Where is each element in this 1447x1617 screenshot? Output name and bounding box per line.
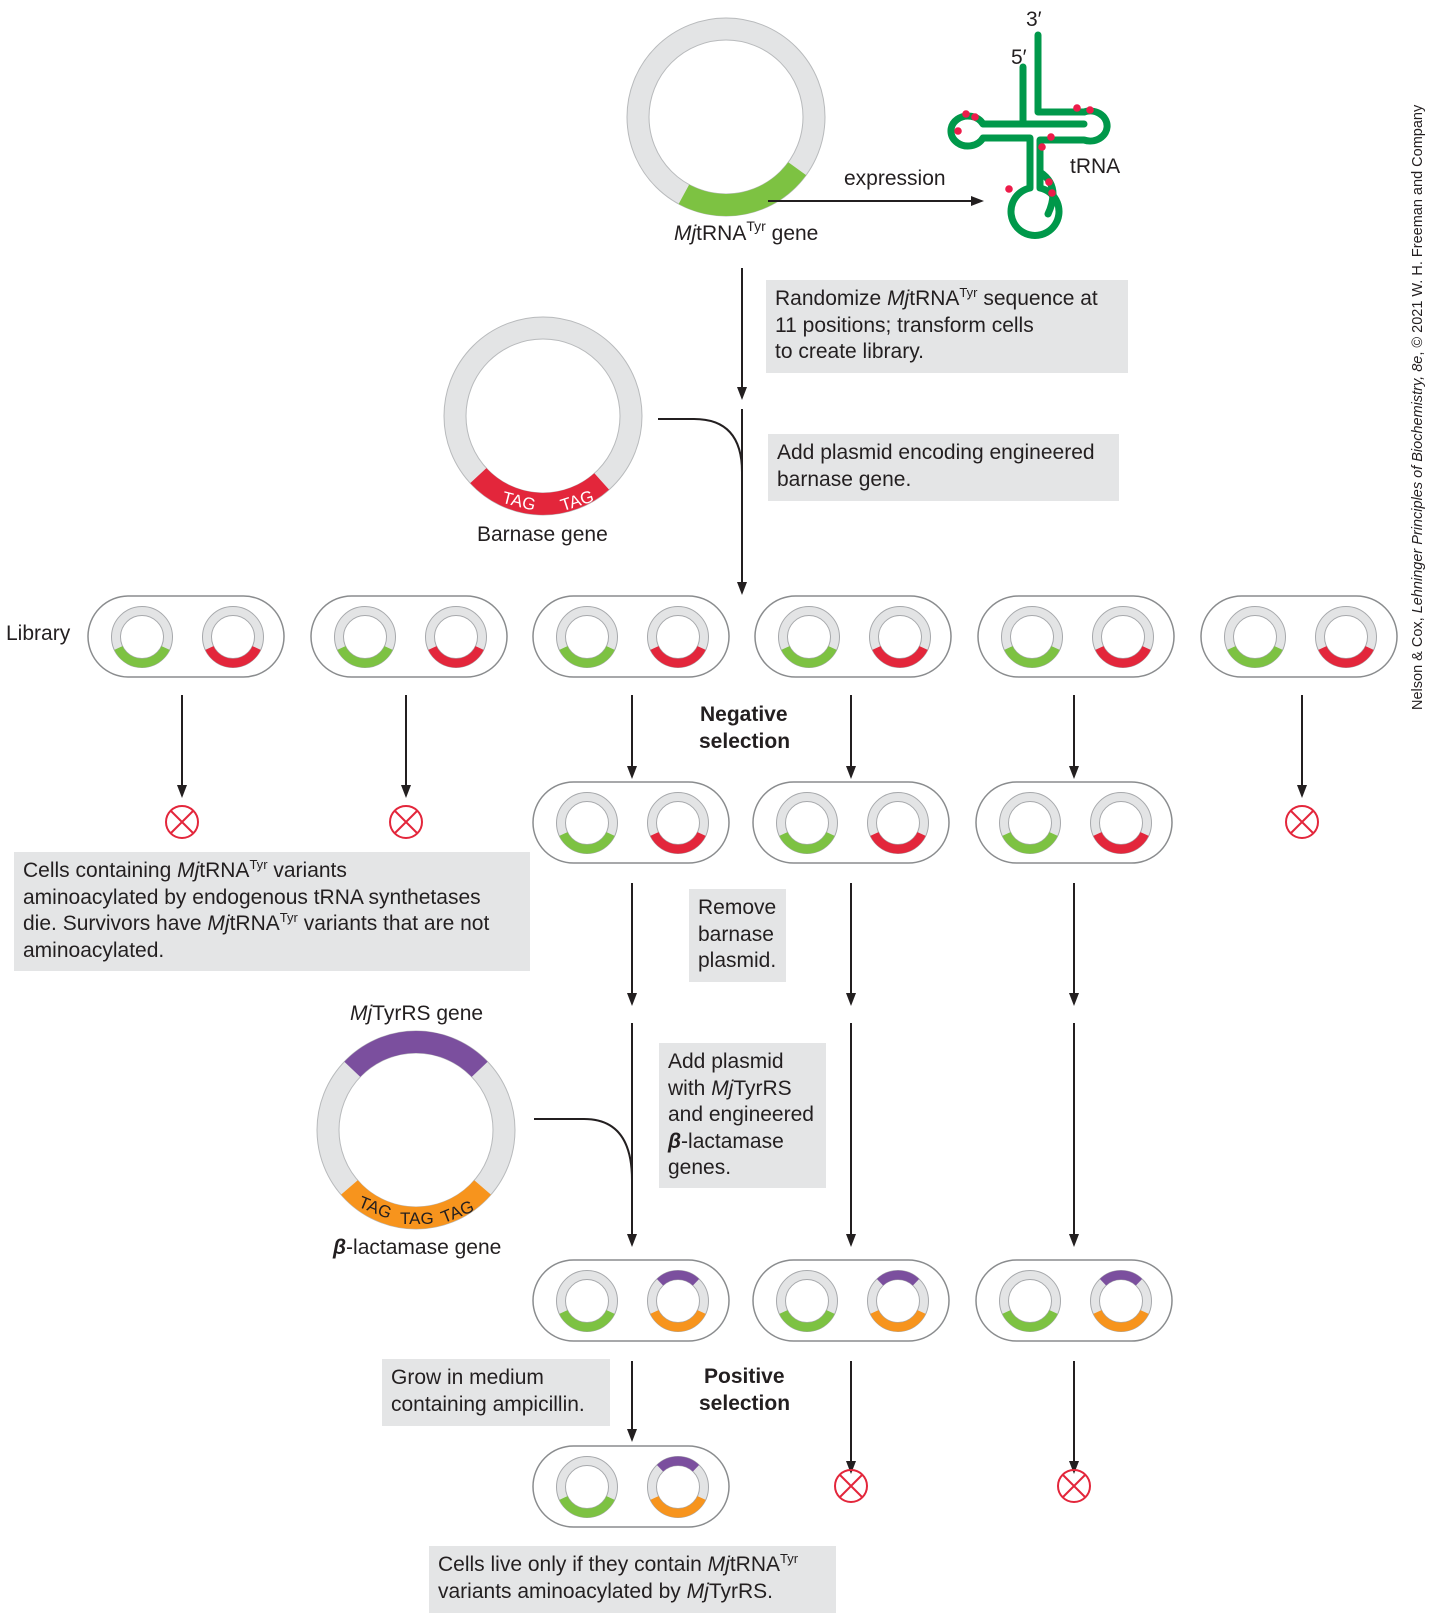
copyright-notice: Nelson & Cox, Lehninger Principles of Bi…	[1410, 104, 1426, 710]
trna-cloverleaf-icon	[947, 31, 1111, 239]
positive-selection-label: selection	[699, 1392, 790, 1415]
trna-label: tRNA	[1070, 155, 1120, 178]
cell	[975, 781, 1173, 864]
cell	[310, 595, 508, 678]
negative-selection-label: Negative	[700, 703, 788, 726]
five-prime-label: 5′	[1011, 46, 1027, 69]
cell	[532, 781, 730, 864]
cell	[532, 595, 730, 678]
tag-codon: TAG	[400, 1209, 434, 1228]
barnase-join-line	[658, 418, 743, 473]
dead-cell-icon	[1285, 805, 1319, 839]
cell	[1200, 595, 1398, 678]
grow-ampicillin-note: Grow in medium containing ampicillin.	[382, 1359, 610, 1426]
tyrrs-lactamase-plasmid	[316, 1030, 516, 1230]
cell	[975, 1259, 1173, 1342]
positive-selection-label: Positive	[704, 1365, 785, 1388]
cell	[754, 595, 952, 678]
cells-die-note: Cells containing MjtRNATyr variants amin…	[14, 852, 530, 971]
negative-selection-arrows	[177, 695, 1307, 798]
dead-cell-icon	[834, 1469, 868, 1503]
tyrrs-gene-label: MjTyrRS gene	[350, 1002, 483, 1025]
lactamase-gene-label: β-lactamase gene	[332, 1236, 501, 1259]
trna-gene-label: MjtRNATyr gene	[674, 218, 818, 245]
cell	[87, 595, 285, 678]
cell	[752, 1259, 950, 1342]
negative-selection-label: selection	[699, 730, 790, 753]
dead-cell-icon	[389, 805, 423, 839]
dead-cell-icon	[165, 805, 199, 839]
barnase-gene-label: Barnase gene	[477, 523, 608, 546]
cell	[977, 595, 1175, 678]
cell	[532, 1445, 730, 1528]
cells-live-note: Cells live only if they contain MjtRNATy…	[429, 1546, 836, 1613]
remove-plasmid-arrows	[627, 883, 1079, 1006]
library-label: Library	[6, 622, 71, 645]
trna-gene-plasmid	[626, 17, 826, 217]
dead-cell-icon	[1057, 1469, 1091, 1503]
add-tyrrs-note: Add plasmid with MjTyrRS and engineered …	[659, 1043, 826, 1188]
three-prime-label: 3′	[1026, 8, 1042, 31]
positive-selection-arrows	[627, 1361, 1079, 1474]
cell	[532, 1259, 730, 1342]
cell	[752, 781, 950, 864]
randomize-note: Randomize MjtRNATyr sequence at 11 posit…	[766, 280, 1128, 373]
expression-label: expression	[844, 167, 946, 190]
barnase-plasmid	[443, 316, 643, 516]
add-tyrrs-arrows	[534, 1023, 1079, 1247]
remove-barnase-note: Remove barnase plasmid.	[689, 889, 786, 982]
add-barnase-note: Add plasmid encoding engineered barnase …	[768, 434, 1119, 501]
trna-modification-dots	[954, 104, 1094, 197]
